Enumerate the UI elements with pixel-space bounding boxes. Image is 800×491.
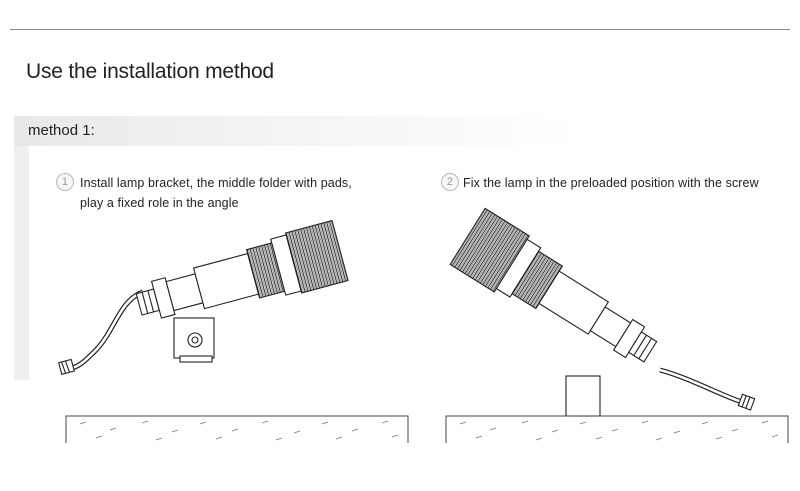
top-divider <box>10 29 790 30</box>
section-side-bar <box>14 116 29 380</box>
ground-1 <box>65 415 409 443</box>
lamp-1-bracket <box>173 317 215 363</box>
lamp-1-cable <box>71 289 145 371</box>
page-title: Use the installation method <box>26 60 274 83</box>
lamp-1-connector <box>57 358 75 376</box>
lamp-2-connector <box>737 393 756 411</box>
lamp-2-cable-gland <box>627 331 658 363</box>
step-1-number: 1 <box>56 173 74 191</box>
step-1-text-line1: Install lamp bracket, the middle folder … <box>80 176 352 190</box>
lamp-2-illustration <box>449 207 756 417</box>
ground-2 <box>445 415 789 443</box>
step-2-number: 2 <box>441 173 459 191</box>
lamp-1-illustration <box>57 219 349 376</box>
step-2-text-line1: Fix the lamp in the preloaded position w… <box>463 176 759 190</box>
lamp-2-bracket <box>565 375 601 417</box>
step-1-text-line2: play a fixed role in the angle <box>80 196 239 210</box>
method-label: method 1: <box>28 122 95 139</box>
method-label-bar: method 1: <box>14 116 774 146</box>
